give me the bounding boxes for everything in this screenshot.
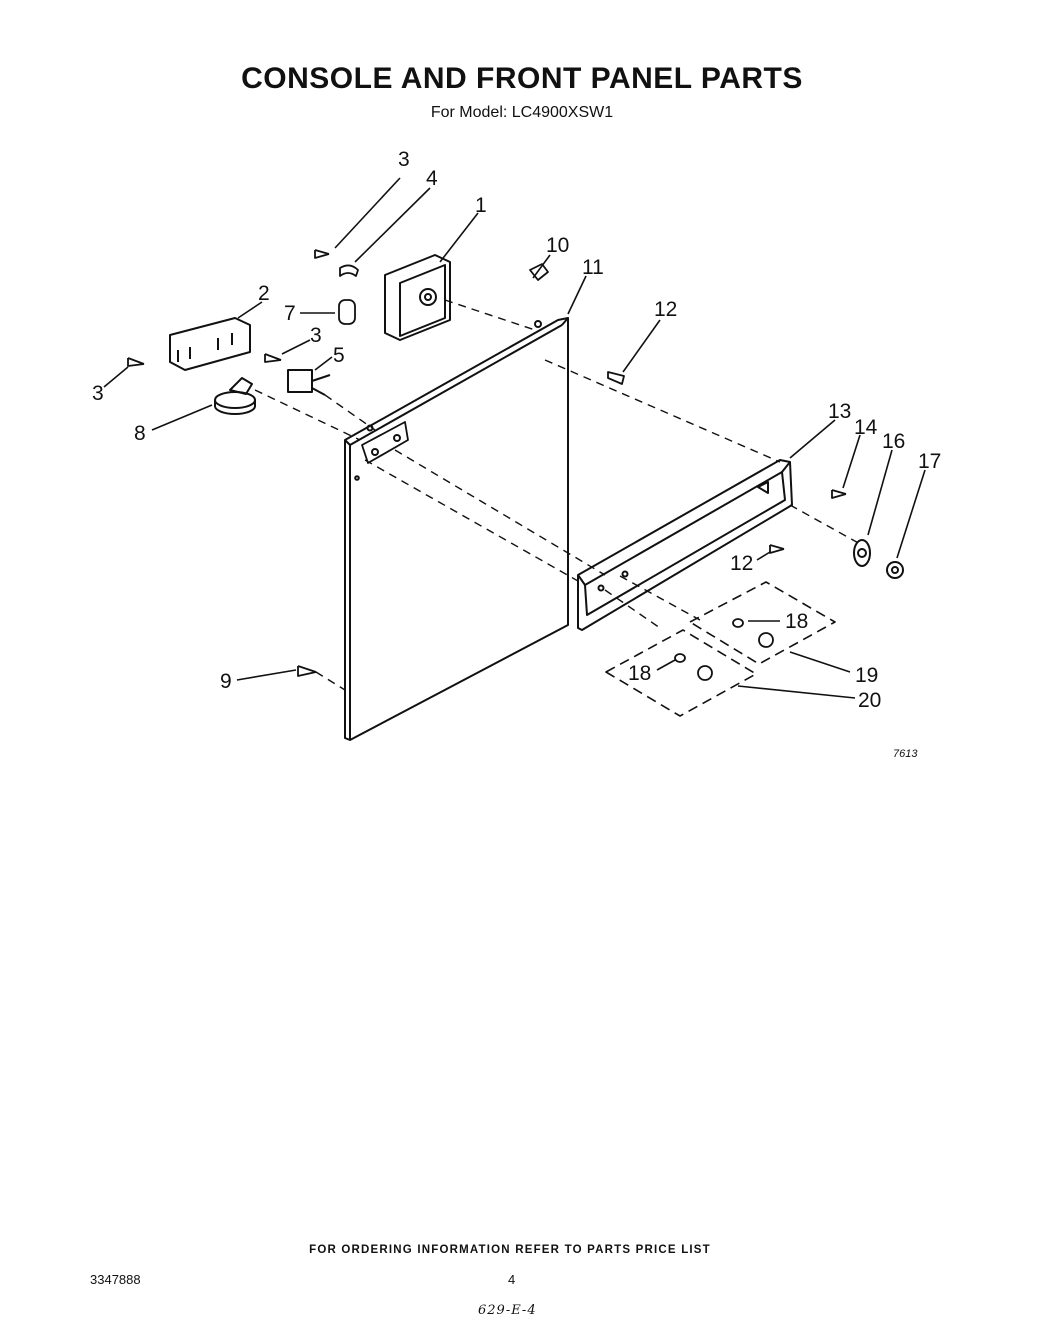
callout-2: 2 bbox=[258, 282, 270, 305]
model-subtitle: For Model: LC4900XSW1 bbox=[430, 104, 614, 121]
assembly-lines bbox=[254, 299, 863, 691]
console-panel bbox=[577, 459, 793, 631]
callout-11: 11 bbox=[582, 256, 604, 279]
front-panel bbox=[344, 317, 569, 741]
pressure-switch-part bbox=[214, 377, 256, 415]
screw-parts bbox=[127, 249, 847, 677]
callout-3-top: 3 bbox=[398, 148, 410, 171]
callout-17: 17 bbox=[918, 450, 941, 473]
handwritten-note: 629-E-4 bbox=[478, 1303, 537, 1318]
bracket-part bbox=[169, 317, 251, 371]
kit-boxes bbox=[605, 581, 836, 717]
callout-12-top: 12 bbox=[654, 298, 677, 321]
ordering-info: FOR ORDERING INFORMATION REFER TO PARTS … bbox=[309, 1244, 711, 1256]
switch-part bbox=[287, 369, 331, 396]
exploded-parts-diagram: 1 2 3 3 3 4 5 7 8 9 10 11 12 12 13 14 16… bbox=[92, 148, 941, 760]
callout-19: 19 bbox=[855, 664, 878, 687]
callout-3-mid: 3 bbox=[310, 324, 322, 347]
page-number: 4 bbox=[508, 1272, 516, 1287]
figure-number: 7613 bbox=[893, 748, 918, 760]
callout-1: 1 bbox=[475, 194, 487, 217]
timer-part bbox=[384, 254, 451, 341]
callout-10: 10 bbox=[546, 234, 569, 257]
callout-14: 14 bbox=[854, 416, 878, 439]
callout-16: 16 bbox=[882, 430, 905, 453]
knob-parts bbox=[853, 539, 904, 579]
callout-8: 8 bbox=[134, 422, 146, 445]
callout-13: 13 bbox=[828, 400, 851, 423]
page-title: CONSOLE AND FRONT PANEL PARTS bbox=[241, 62, 803, 95]
callout-7: 7 bbox=[284, 302, 296, 325]
callout-18-right: 18 bbox=[785, 610, 808, 633]
callout-5: 5 bbox=[333, 344, 345, 367]
document-number: 3347888 bbox=[90, 1272, 141, 1287]
callout-20: 20 bbox=[858, 689, 881, 712]
callout-18-left: 18 bbox=[628, 662, 651, 685]
leader-arrows bbox=[103, 177, 926, 699]
callout-labels: 1 2 3 3 3 4 5 7 8 9 10 11 12 12 13 14 16… bbox=[92, 148, 941, 760]
callout-3-left: 3 bbox=[92, 382, 104, 405]
callout-4: 4 bbox=[426, 167, 438, 190]
callout-12-bottom: 12 bbox=[730, 552, 753, 575]
callout-9: 9 bbox=[220, 670, 232, 693]
kit-contents bbox=[674, 618, 774, 681]
